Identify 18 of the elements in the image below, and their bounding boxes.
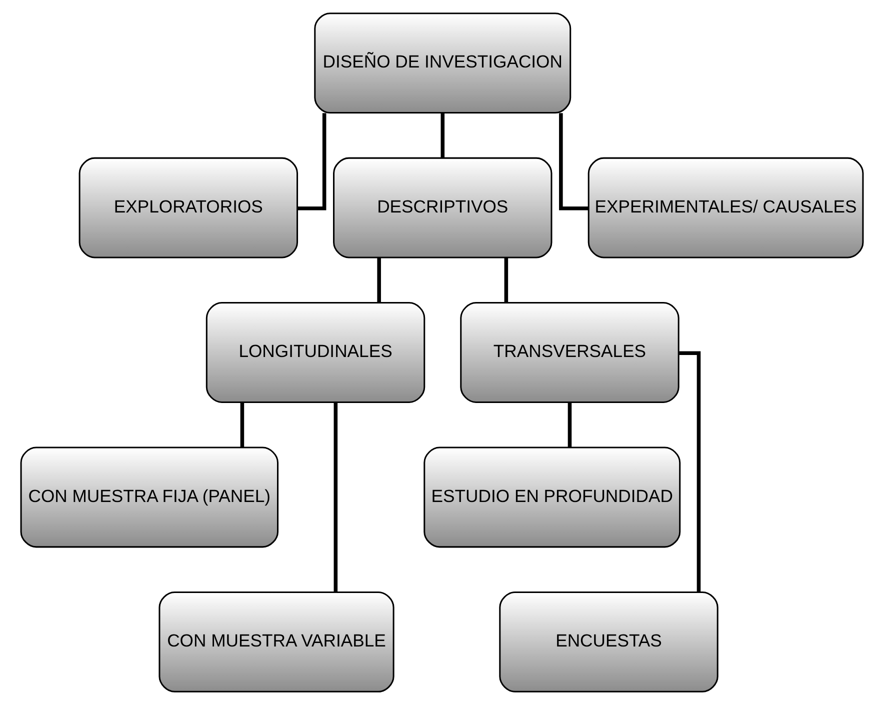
node-box: DESCRIPTIVOS (333, 157, 552, 258)
connector (440, 112, 445, 158)
node-box: CON MUESTRA VARIABLE (158, 592, 394, 692)
node-box: EXPLORATORIOS (78, 157, 298, 258)
node-box: TRANSVERSALES (460, 302, 680, 403)
connector (504, 258, 508, 303)
connector (568, 402, 572, 448)
node-box: DISEÑO DE INVESTIGACION (314, 12, 572, 114)
node-box: ENCUESTAS (499, 592, 718, 692)
node-box: CON MUESTRA FIJA (PANEL) (20, 446, 279, 548)
connector (377, 258, 381, 303)
connector (559, 113, 589, 210)
connector (334, 402, 338, 592)
node-box: EXPERIMENTALES/ CAUSALES (588, 157, 864, 258)
connector (240, 402, 244, 448)
node-box: ESTUDIO EN PROFUNDIDAD (424, 446, 681, 548)
node-box: LONGITUDINALES (206, 302, 426, 403)
connector (297, 113, 326, 210)
